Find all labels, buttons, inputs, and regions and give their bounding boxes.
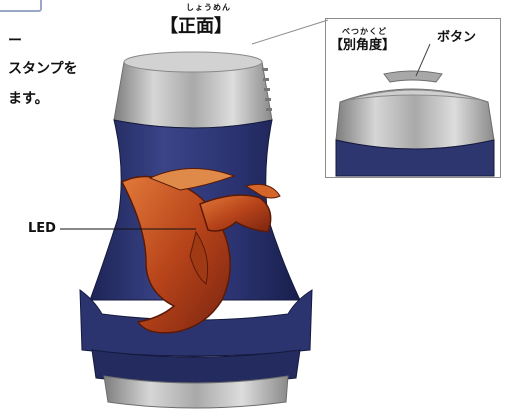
button-leader-line [415, 43, 431, 77]
hornet-emblem [120, 168, 281, 334]
side-text-line-1: ー [8, 33, 22, 49]
cropped-text-panel [0, 0, 42, 12]
alt-view-button [383, 70, 443, 83]
alt-view-furigana: べつかくど [342, 27, 387, 36]
side-text-line-2: スタンプを [8, 61, 78, 77]
side-text-line-3: ます。 [8, 91, 49, 107]
alt-view-label: 【別角度】 [330, 38, 396, 53]
device-silver-cap [113, 51, 273, 129]
front-view-furigana: しょうめん [186, 3, 231, 12]
inset-leader-line [251, 19, 329, 45]
alt-view-device [335, 43, 495, 177]
front-view-label: 【正面】 [160, 16, 232, 37]
led-label: LED [28, 221, 56, 236]
button-callout-label: ボタン [437, 30, 477, 45]
